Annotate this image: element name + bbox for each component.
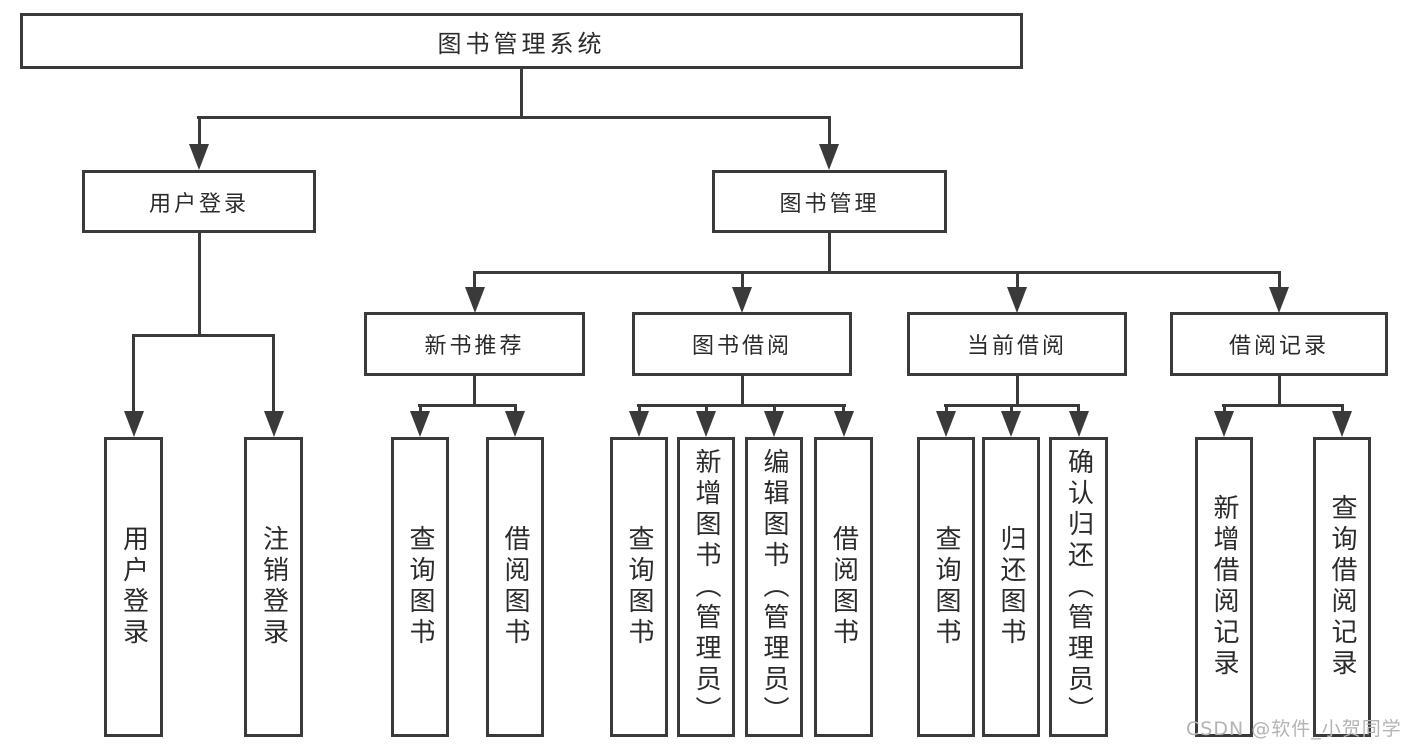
leaf-return-book: 归还图书 (982, 437, 1040, 737)
connector-line (473, 270, 1281, 274)
node-user-login-label: 用户登录 (148, 191, 249, 217)
node-book-management: 图书管理 (712, 170, 947, 233)
arrow-down (410, 411, 430, 437)
node-user-login: 用户登录 (82, 170, 316, 233)
leaf-query-books-current: 查询图书 (917, 437, 975, 737)
connector-line (418, 404, 422, 413)
connector-line (842, 404, 845, 413)
arrow-down (936, 411, 956, 437)
connector-line (197, 116, 201, 146)
arrow-down (696, 411, 716, 437)
connector-line (1222, 403, 1344, 407)
connector-line (740, 375, 744, 406)
connector-line (827, 232, 831, 273)
connector-line (1077, 404, 1080, 413)
leaf-user-login-label: 用户登录 (118, 525, 149, 649)
arrow-down (732, 287, 752, 313)
leaf-borrow-books-recommend: 借阅图书 (486, 437, 544, 737)
node-book-borrow: 图书借阅 (632, 312, 852, 376)
arrow-down (1269, 287, 1289, 313)
connector-line (740, 272, 744, 290)
node-borrow-records-label: 借阅记录 (1228, 334, 1329, 359)
leaf-query-borrow-record: 查询借阅记录 (1313, 437, 1371, 737)
connector-line (418, 403, 517, 407)
connector-line (1015, 375, 1019, 406)
arrow-down (819, 144, 839, 170)
leaf-query-borrow-record-label: 查询借阅记录 (1327, 494, 1357, 680)
connector-line (772, 404, 776, 413)
csdn-watermark: CSDN @软件_小贺同学 (1186, 714, 1402, 741)
connector-line (473, 375, 476, 406)
connector-line (1222, 404, 1226, 413)
arrow-down (1214, 411, 1234, 437)
leaf-return-book-label: 归还图书 (996, 525, 1026, 649)
csdn-watermark-text: CSDN @软件_小贺同学 (1186, 718, 1402, 740)
leaf-edit-book-admin: 编辑图书（管理员） (745, 437, 803, 737)
leaf-user-login: 用户登录 (104, 437, 163, 737)
node-book-borrow-label: 图书借阅 (691, 334, 792, 359)
node-root: 图书管理系统 (20, 13, 1023, 69)
leaf-logout-label: 注销登录 (258, 525, 289, 649)
leaf-query-books-borrow: 查询图书 (610, 437, 668, 737)
arrow-down (1332, 411, 1352, 437)
arrow-down (464, 287, 485, 313)
connector-line (637, 403, 846, 407)
connector-line (827, 116, 831, 146)
leaf-logout: 注销登录 (244, 437, 303, 737)
connector-line (704, 404, 708, 413)
leaf-query-books-recommend: 查询图书 (391, 437, 449, 737)
node-borrow-records: 借阅记录 (1170, 312, 1388, 376)
leaf-query-books-borrow-label: 查询图书 (624, 525, 654, 649)
leaf-add-borrow-record-label: 新增借阅记录 (1209, 494, 1239, 680)
leaf-add-book-admin-label: 新增图书（管理员） (691, 447, 721, 727)
node-root-label: 图书管理系统 (437, 29, 606, 58)
arrow-down (505, 411, 525, 437)
arrow-down (1068, 411, 1089, 437)
connector-line (1015, 272, 1019, 290)
node-current-borrow-label: 当前借阅 (966, 334, 1067, 359)
leaf-add-borrow-record: 新增借阅记录 (1195, 437, 1253, 737)
leaf-borrow-books: 借阅图书 (814, 437, 873, 737)
arrow-down (1007, 287, 1027, 313)
arrow-down (764, 411, 784, 437)
arrow-down (833, 411, 854, 437)
node-book-management-label: 图书管理 (779, 191, 880, 217)
connector-line (1340, 404, 1344, 413)
node-new-book-recommend-label: 新书推荐 (424, 334, 525, 359)
connector-line (197, 232, 201, 336)
leaf-borrow-books-recommend-label: 借阅图书 (500, 525, 530, 649)
connector-line (1009, 404, 1013, 413)
leaf-edit-book-admin-label: 编辑图书（管理员） (759, 447, 789, 727)
leaf-query-books-current-label: 查询图书 (931, 525, 961, 649)
arrow-down (189, 144, 209, 170)
connector-line (197, 115, 831, 119)
node-new-book-recommend: 新书推荐 (364, 312, 585, 376)
node-current-borrow: 当前借阅 (907, 312, 1127, 376)
connector-line (272, 335, 275, 413)
leaf-query-books-recommend-label: 查询图书 (405, 525, 435, 649)
connector-line (473, 272, 476, 290)
leaf-confirm-return-admin-label: 确认归还（管理员） (1063, 447, 1094, 727)
arrow-down (629, 411, 649, 437)
connector-line (132, 335, 135, 413)
connector-line (944, 404, 948, 413)
arrow-down (263, 411, 284, 437)
leaf-borrow-books-label: 借阅图书 (828, 525, 859, 649)
leaf-confirm-return-admin: 确认归还（管理员） (1049, 437, 1108, 737)
connector-line (637, 404, 641, 413)
connector-line (1277, 375, 1281, 406)
connector-line (513, 404, 517, 413)
arrow-down (123, 411, 144, 437)
connector-line (1277, 272, 1281, 290)
connector-line (519, 68, 523, 118)
connector-line (132, 333, 275, 337)
leaf-add-book-admin: 新增图书（管理员） (677, 437, 735, 737)
arrow-down (1001, 411, 1021, 437)
